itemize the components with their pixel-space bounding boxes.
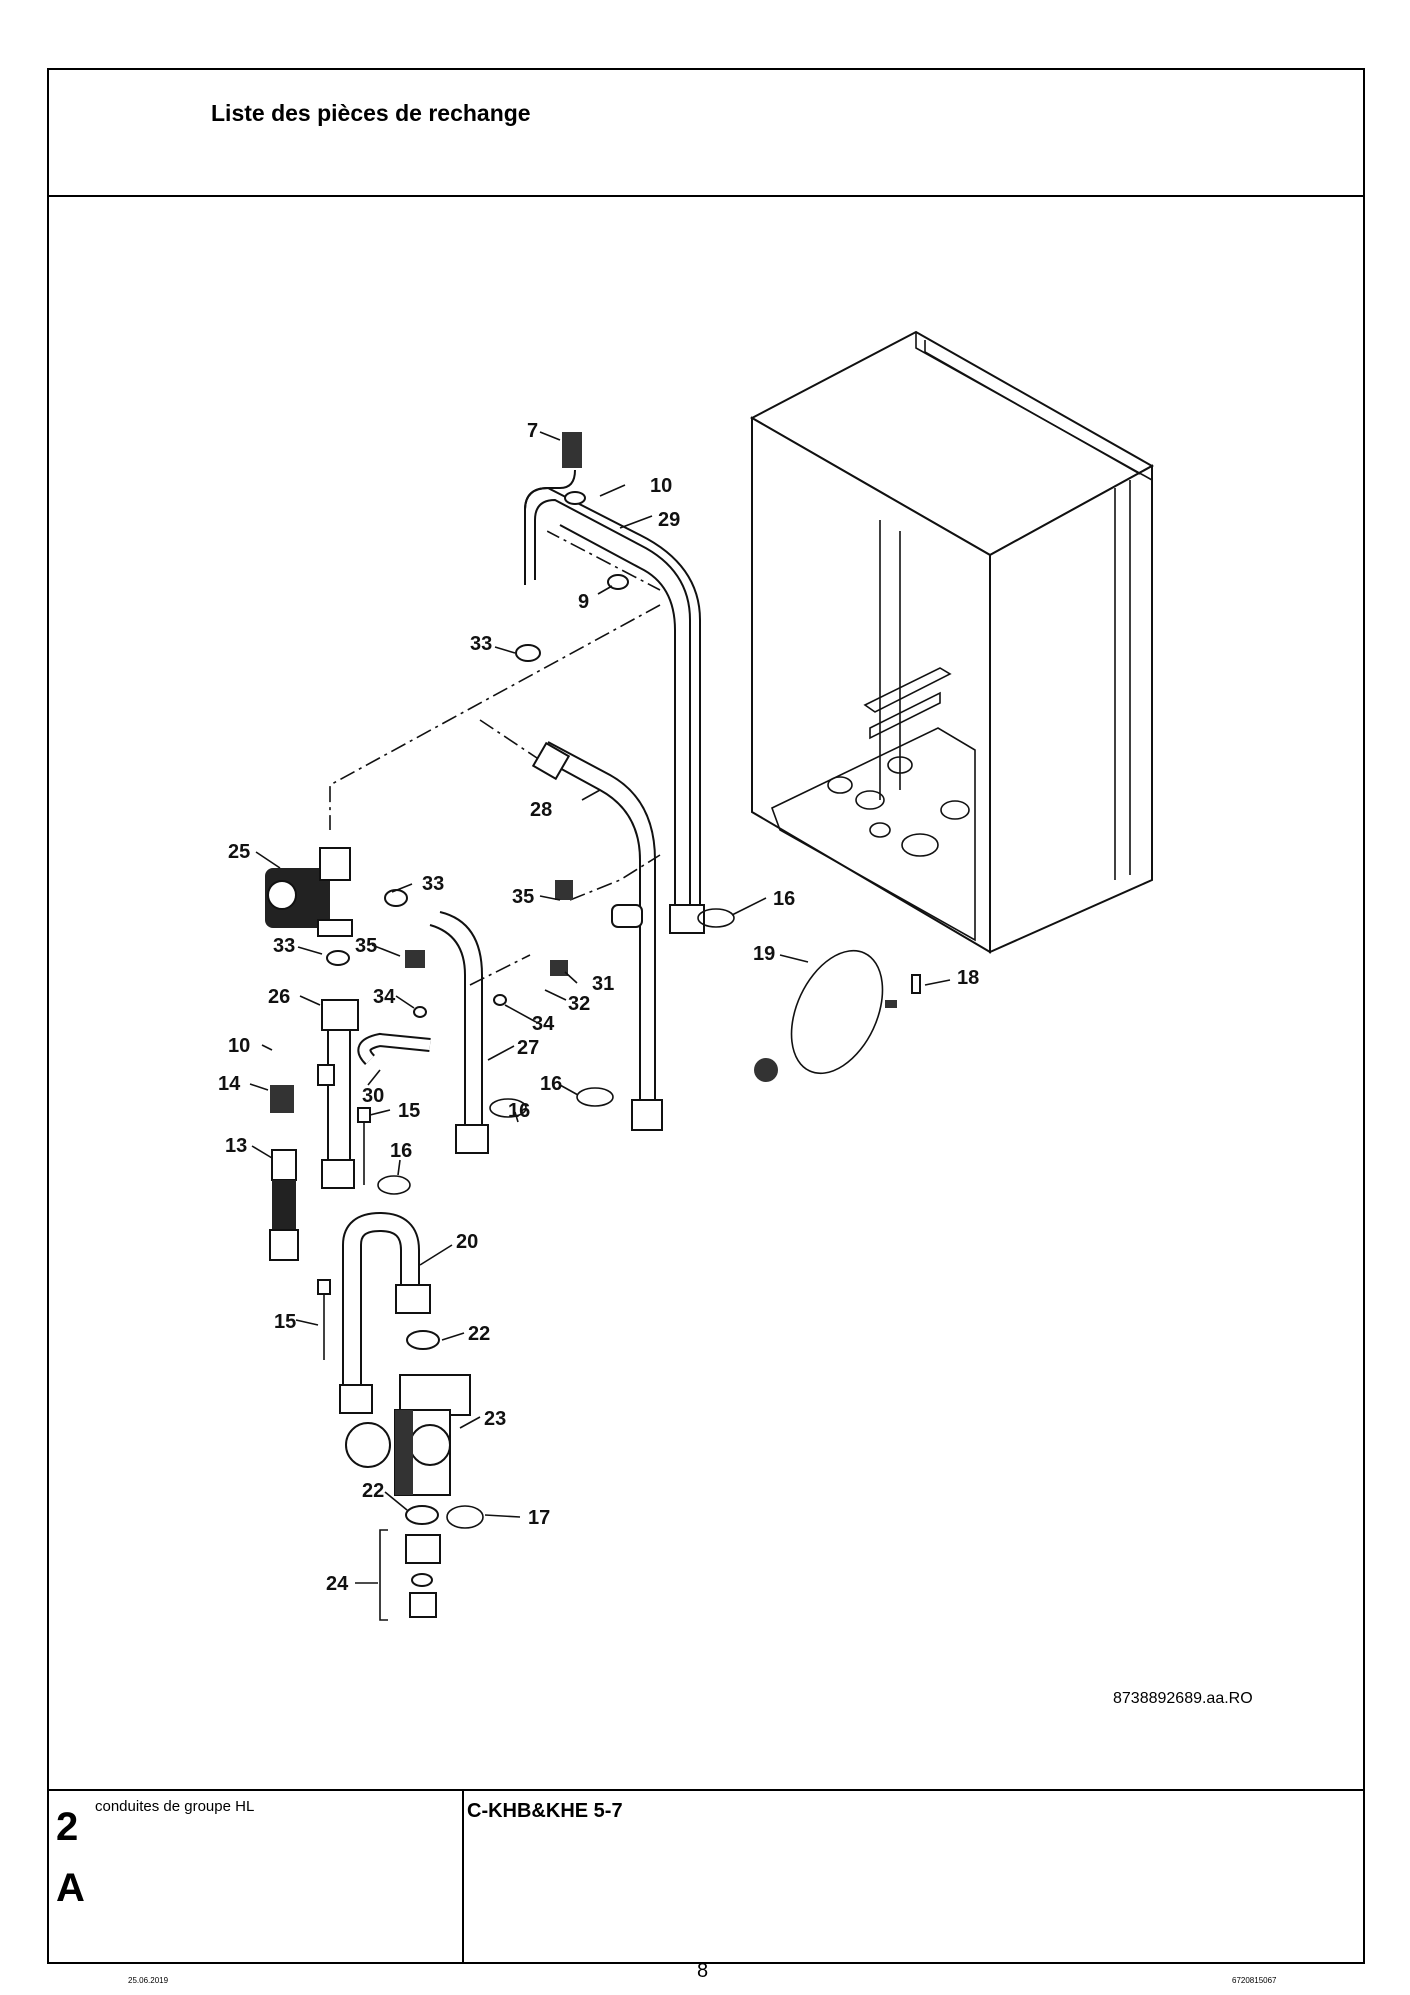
page-number: 8 — [697, 1960, 709, 1982]
callout-32: 32 — [568, 993, 590, 1015]
model-name: C-KHB&KHE 5-7 — [467, 1800, 623, 1822]
callout-16-center: 16 — [508, 1100, 530, 1122]
callout-16-right: 16 — [773, 888, 795, 910]
bracket-24 — [379, 1529, 388, 1621]
cabinet-housing — [749, 330, 1155, 954]
callout-30: 30 — [362, 1085, 384, 1107]
callout-22-top: 22 — [468, 1323, 490, 1345]
callout-7: 7 — [527, 420, 538, 442]
callout-26: 26 — [268, 986, 290, 1008]
callout-34-left: 34 — [373, 986, 396, 1008]
callout-13: 13 — [225, 1135, 247, 1157]
callout-labels: 7 10 29 9 33 28 25 33 35 33 35 26 34 31 … — [218, 420, 979, 1595]
callout-34-right: 34 — [532, 1013, 555, 1035]
footer-divider — [47, 1789, 1365, 1791]
callout-18: 18 — [957, 967, 979, 989]
document-date: 25.06.2019 — [128, 1976, 169, 1985]
elbow-30 — [357, 1032, 431, 1065]
header-divider — [47, 195, 1365, 197]
leader-lines — [249, 431, 951, 1584]
assembly-lines — [329, 529, 661, 986]
callout-9: 9 — [578, 591, 589, 613]
callout-28: 28 — [530, 799, 552, 821]
callout-33-top: 33 — [470, 633, 492, 655]
footer-column-divider — [462, 1789, 464, 1964]
pipe-27 — [429, 911, 489, 1154]
page-title: Liste des pièces de rechange — [211, 100, 531, 126]
pipe-29 — [524, 469, 705, 934]
callout-25: 25 — [228, 841, 250, 863]
callout-33-left: 33 — [273, 935, 295, 957]
callout-23: 23 — [484, 1408, 506, 1430]
pipe-28 — [531, 741, 663, 1131]
callout-10-top: 10 — [650, 475, 672, 497]
valve-25 — [265, 847, 353, 937]
callout-29: 29 — [658, 509, 680, 531]
callout-27: 27 — [517, 1037, 539, 1059]
figure-reference: 8738892689.aa.RO — [1113, 1690, 1253, 1707]
callout-22-bottom: 22 — [362, 1480, 384, 1502]
callout-10-left: 10 — [228, 1035, 250, 1057]
document-number: 6720815067 — [1232, 1976, 1277, 1985]
group-name: conduites de groupe HL — [95, 1798, 255, 1815]
callout-19: 19 — [753, 943, 775, 965]
pipe-26 — [321, 999, 359, 1189]
callout-35-right: 35 — [512, 886, 534, 908]
callout-35-left: 35 — [355, 935, 377, 957]
pump-23 — [345, 1374, 471, 1496]
callout-15-bottom: 15 — [274, 1311, 296, 1333]
pipe-20 — [339, 1211, 431, 1414]
callout-17: 17 — [528, 1507, 550, 1529]
callout-31: 31 — [592, 973, 614, 995]
callout-15-top: 15 — [398, 1100, 420, 1122]
callout-14: 14 — [218, 1073, 241, 1095]
callout-24: 24 — [326, 1573, 349, 1595]
callout-16-left: 16 — [390, 1140, 412, 1162]
small-parts — [270, 432, 921, 1618]
callout-33-mid: 33 — [422, 873, 444, 895]
callout-16-mid: 16 — [540, 1073, 562, 1095]
page-frame — [47, 68, 1365, 1964]
callout-20: 20 — [456, 1231, 478, 1253]
revision-number: 2 — [56, 1805, 79, 1849]
hose-13 — [269, 1149, 299, 1261]
revision-letter: A — [56, 1866, 85, 1910]
